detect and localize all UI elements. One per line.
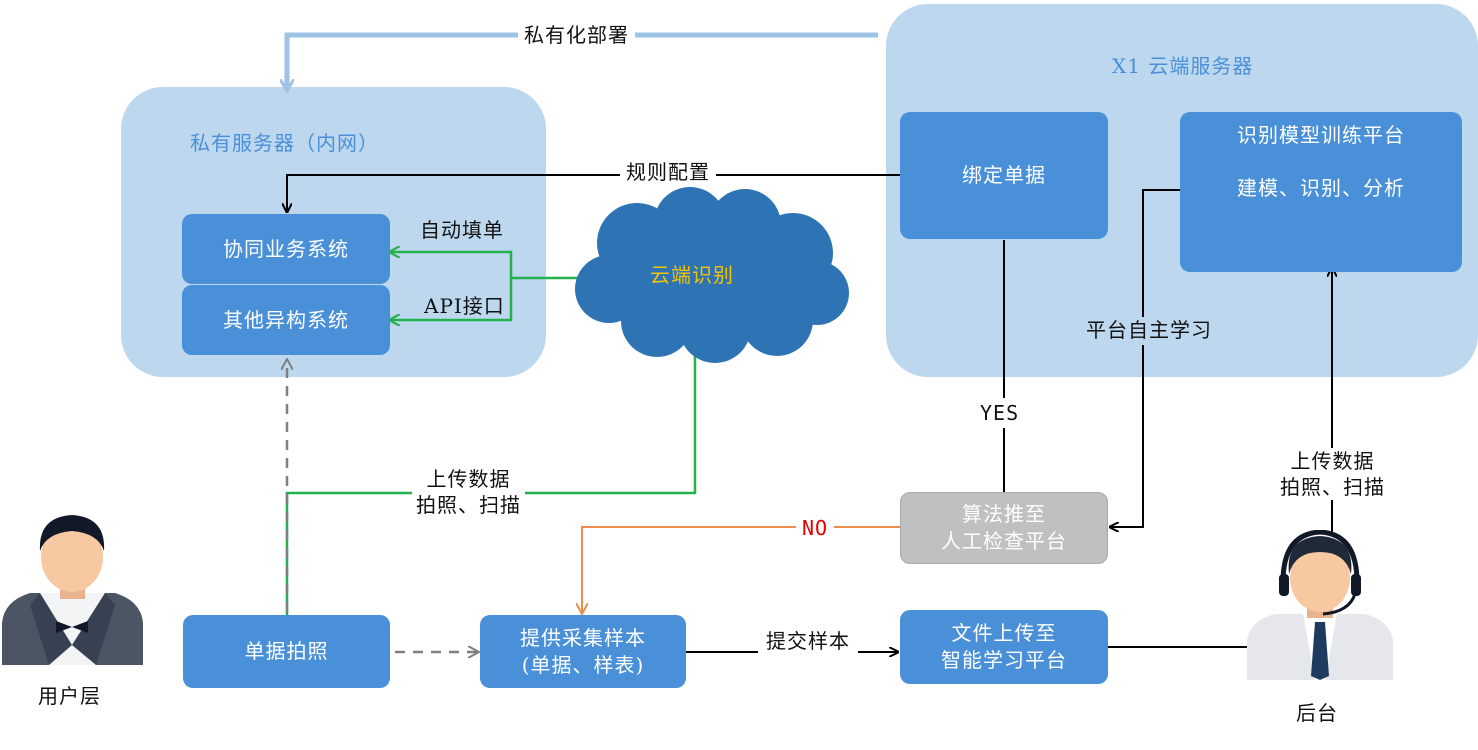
other-hetero-system-box: 其他异构系统 [182, 285, 390, 355]
left-upload-line1: 上传数据 [426, 467, 511, 491]
self-learn-arrow [1110, 345, 1144, 527]
cloud-recognition-shape [575, 187, 849, 363]
private-server-title: 私有服务器（内网） [190, 131, 379, 155]
api-label: API接口 [424, 294, 505, 318]
bind-document-box: 绑定单据 [900, 112, 1108, 239]
file-upload-line2: 智能学习平台 [941, 648, 1067, 672]
backend-label: 后台 [1296, 701, 1338, 725]
right-upload-label: 上传数据 拍照、扫描 [1276, 448, 1389, 500]
user-layer-label: 用户层 [38, 684, 101, 708]
document-photo-label: 单据拍照 [244, 639, 329, 663]
cloud-recognition-label: 云端识别 [650, 263, 734, 287]
cloud-server-title: X1 云端服务器 [1112, 54, 1254, 78]
model-training-platform-box: 识别模型训练平台 建模、识别、分析 [1180, 112, 1462, 272]
yes-label: YES [976, 398, 1024, 428]
submit-sample-label: 提交样本 [758, 628, 858, 654]
file-upload-line1: 文件上传至 [951, 621, 1057, 645]
document-photo-box: 单据拍照 [183, 615, 390, 688]
no-label: NO [796, 515, 835, 541]
auto-fill-arrow [390, 252, 513, 278]
manual-check-platform-box: 算法推至 人工检查平台 [900, 492, 1108, 564]
self-learn-line [1142, 189, 1180, 317]
manual-check-line1: 算法推至 [962, 502, 1046, 526]
user-avatar-icon [2, 515, 143, 665]
other-hetero-system-label: 其他异构系统 [223, 307, 349, 332]
manual-check-line2: 人工检查平台 [941, 529, 1067, 553]
right-upload-line2: 拍照、扫描 [1280, 475, 1385, 499]
auto-fill-label: 自动填单 [420, 218, 504, 242]
file-upload-platform-box: 文件上传至 智能学习平台 [900, 610, 1108, 684]
backend-operator-icon [1247, 530, 1393, 680]
model-training-platform-label: 识别模型训练平台 [1237, 123, 1405, 147]
coop-business-system-box: 协同业务系统 [182, 214, 390, 284]
no-arrow [582, 526, 900, 613]
api-arrow [390, 278, 513, 320]
private-deploy-arrow [287, 32, 878, 90]
right-upload-line1: 上传数据 [1290, 449, 1375, 473]
rule-config-label: 规则配置 [620, 159, 716, 185]
left-upload-line2: 拍照、扫描 [416, 493, 521, 517]
private-deploy-label: 私有化部署 [518, 22, 635, 48]
model-training-subtitle: 建模、识别、分析 [1237, 176, 1405, 200]
provide-sample-line1: 提供采集样本 [520, 625, 646, 650]
provide-sample-box: 提供采集样本 (单据、样表) [480, 615, 686, 688]
self-learn-label: 平台自主学习 [1086, 318, 1212, 342]
provide-sample-line2: (单据、样表) [521, 652, 645, 677]
coop-business-system-label: 协同业务系统 [223, 236, 349, 261]
left-upload-label: 上传数据 拍照、扫描 [412, 466, 525, 518]
bind-document-label: 绑定单据 [962, 163, 1046, 187]
